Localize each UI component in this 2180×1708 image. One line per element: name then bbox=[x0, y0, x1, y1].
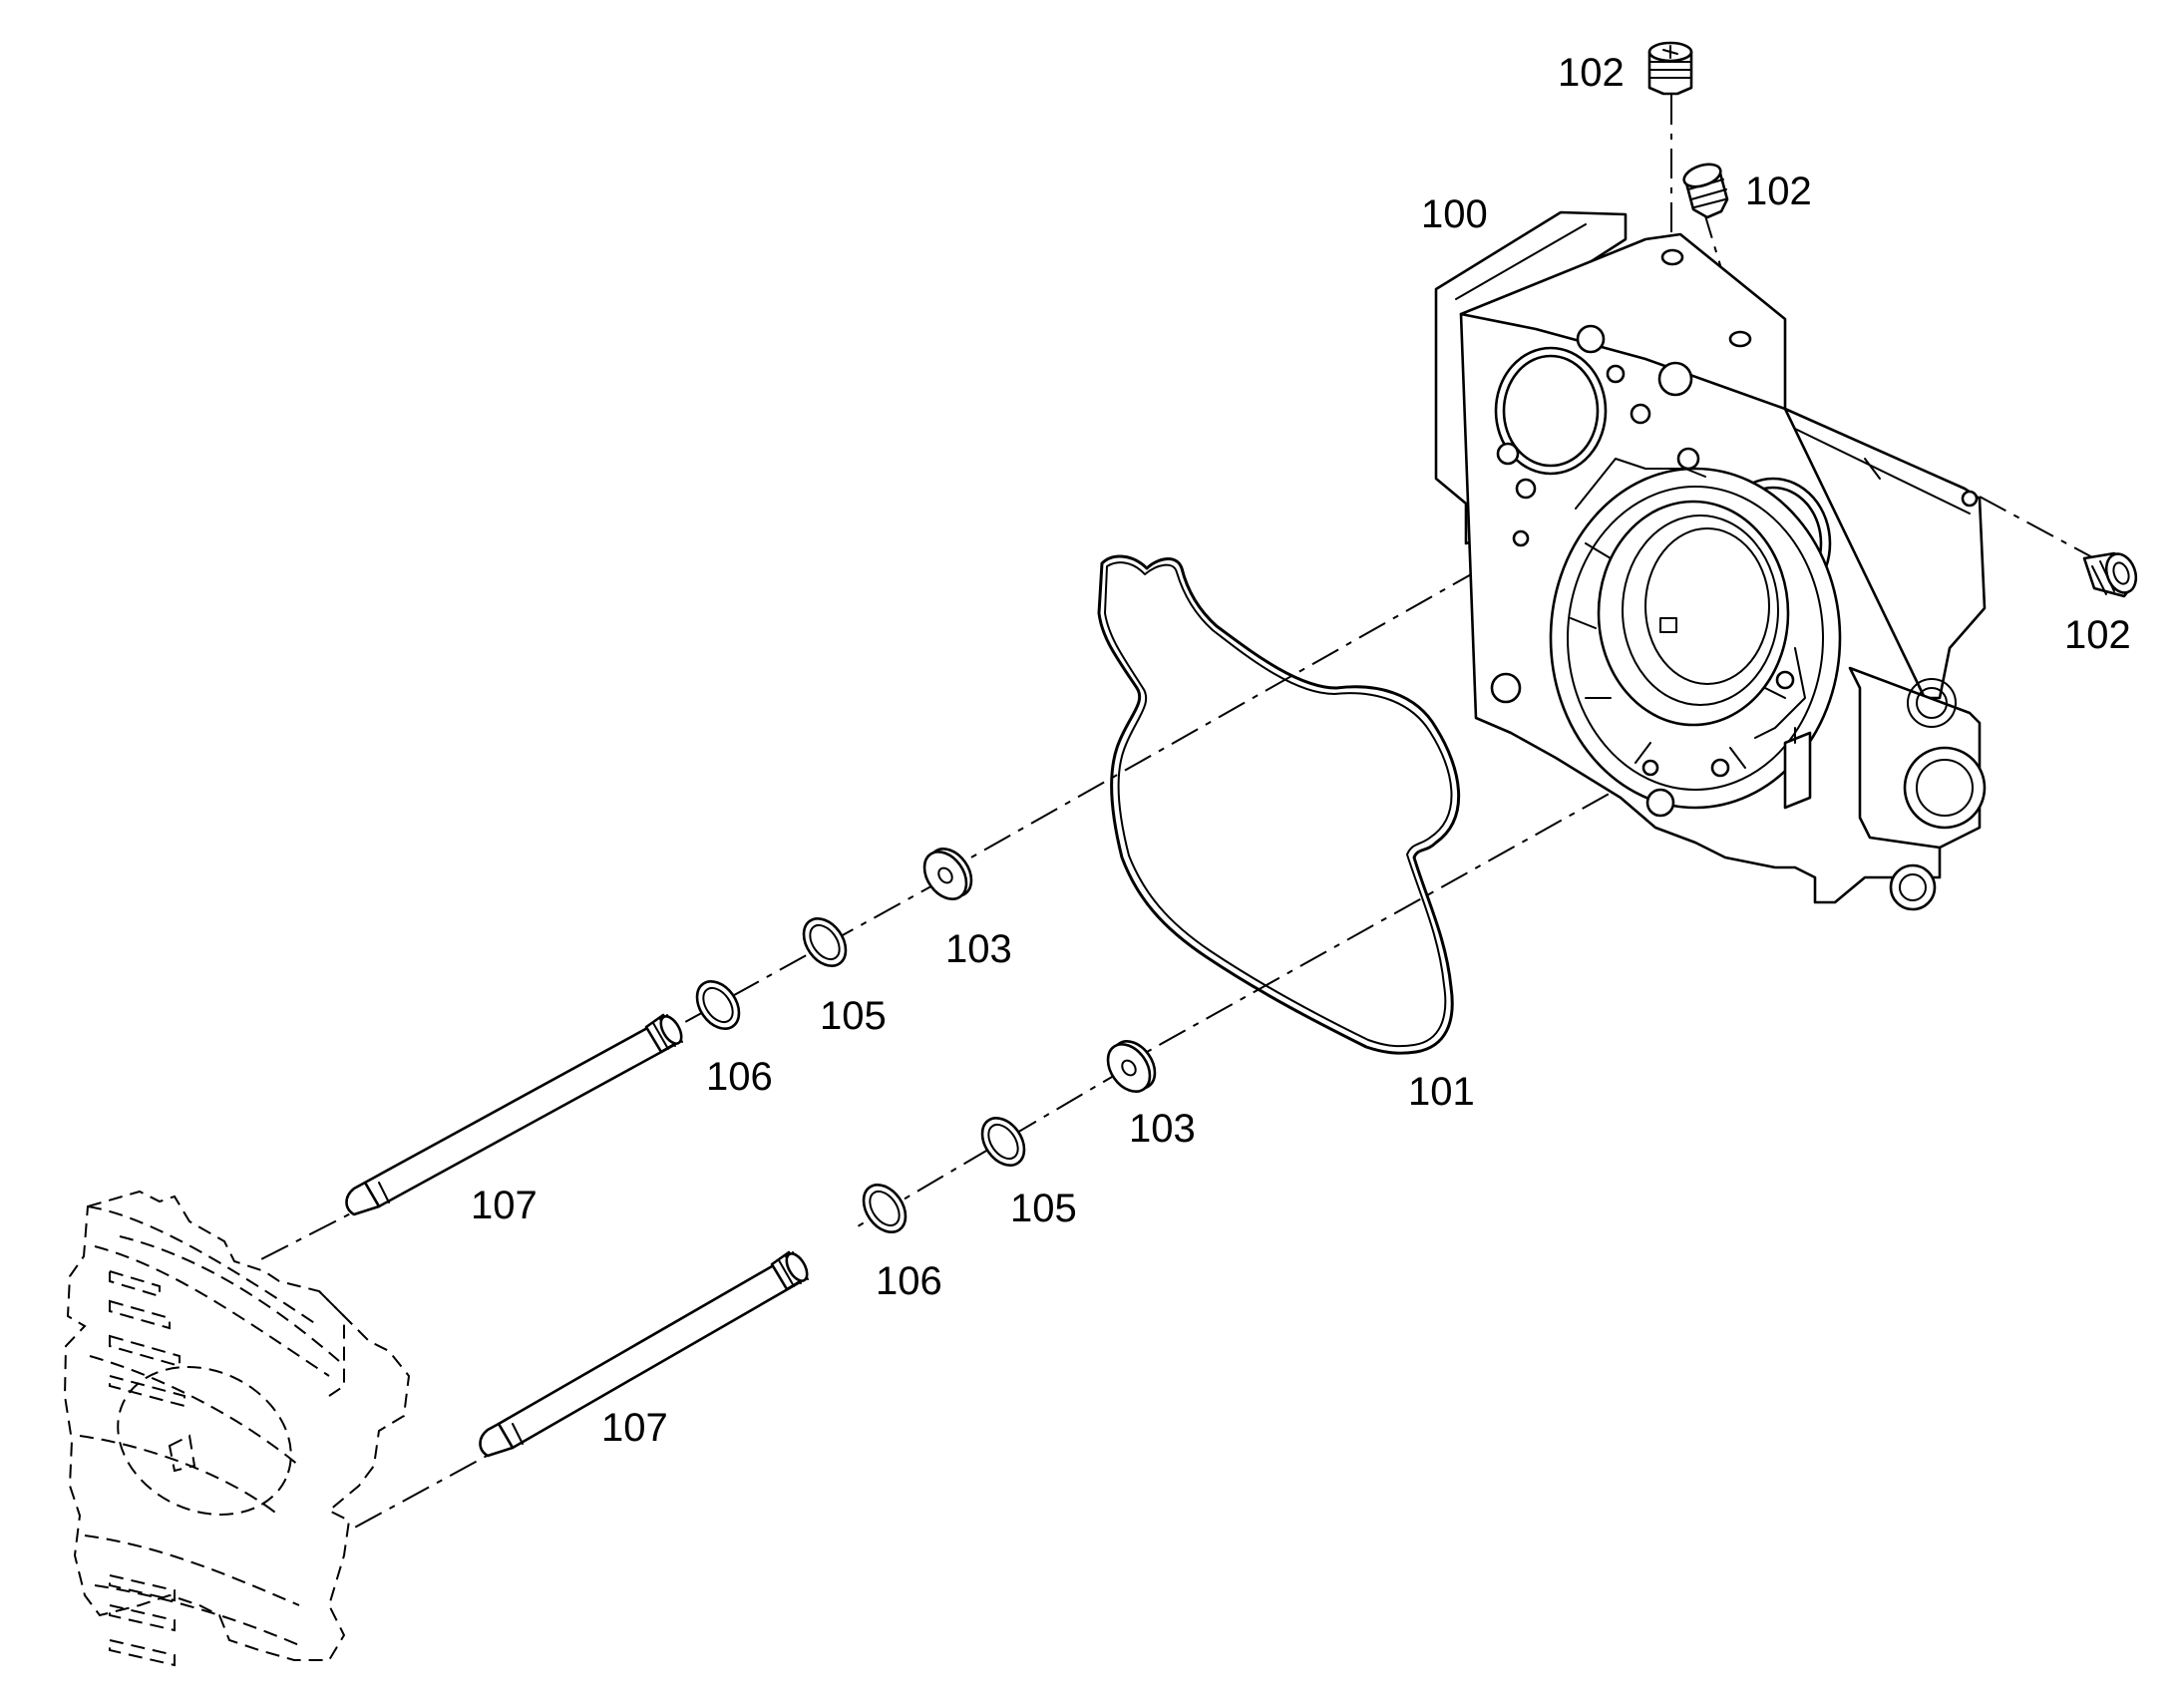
label-plug-top: 102 bbox=[1558, 51, 1625, 95]
label-plug-upper: 102 bbox=[1745, 170, 1812, 213]
label-ring106-lower: 106 bbox=[876, 1259, 942, 1303]
plug-102-upper bbox=[1682, 163, 1729, 219]
washer-103-lower bbox=[1106, 1040, 1157, 1093]
housing-100 bbox=[1434, 210, 1987, 911]
label-gasket: 101 bbox=[1408, 1070, 1475, 1114]
gasket-101 bbox=[1097, 554, 1460, 1055]
reference-cover-phantom bbox=[63, 1190, 411, 1667]
label-ring106-upper: 106 bbox=[706, 1055, 773, 1099]
washer-103-upper bbox=[922, 848, 973, 900]
ring-106-lower bbox=[862, 1184, 908, 1233]
plug-102-side bbox=[2082, 551, 2138, 598]
label-housing: 100 bbox=[1421, 192, 1488, 236]
label-washer-lower: 103 bbox=[1129, 1107, 1196, 1151]
label-ring105-lower: 105 bbox=[1010, 1187, 1077, 1230]
pin-107-lower bbox=[479, 1250, 809, 1458]
ring-106-upper bbox=[695, 980, 741, 1030]
label-plug-side: 102 bbox=[2064, 613, 2131, 657]
ring-105-upper bbox=[802, 917, 848, 967]
label-ring105-upper: 105 bbox=[820, 994, 887, 1038]
pin-107-upper bbox=[345, 1013, 683, 1216]
plug-102-top bbox=[1647, 41, 1693, 96]
label-pin-lower: 107 bbox=[601, 1406, 668, 1450]
label-pin-upper: 107 bbox=[471, 1184, 538, 1227]
label-washer-upper: 103 bbox=[945, 927, 1012, 971]
gasket-101-inner bbox=[1104, 561, 1453, 1048]
ring-105-lower bbox=[980, 1117, 1026, 1167]
